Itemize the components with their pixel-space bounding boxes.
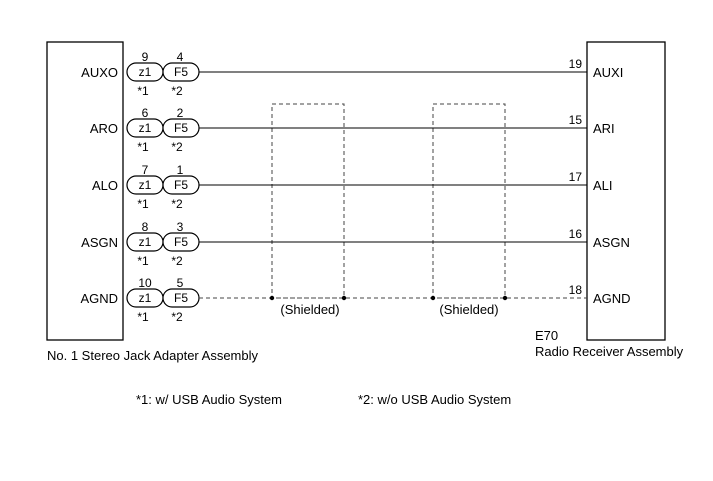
connector-a-label: z1 [139,121,152,135]
pin-b-auxo-0: 4 [177,50,184,64]
pin-a-aro-1: 6 [142,106,149,120]
left-component-box [46,41,124,341]
connector-a-label: z1 [139,235,152,249]
right-signal-agnd-4: AGND [593,291,631,306]
pin-a-asgn-3: 8 [142,220,149,234]
right-pin-auxo-0: 19 [569,57,583,71]
pin-b-alo-2: 1 [177,163,184,177]
pin-a-alo-2: 7 [142,163,149,177]
connector-b-note: *2 [171,310,183,324]
shield-junction-dot-0 [269,295,275,301]
connector-b-label: F5 [174,178,188,192]
connector-a-note: *1 [137,140,149,154]
connector-a-note: *1 [137,254,149,268]
left-signal-asgn-3: ASGN [81,235,118,250]
connector-a-note: *1 [137,310,149,324]
pin-a-auxo-0: 9 [142,50,149,64]
shield-box-2 [432,103,506,299]
shield-box-1 [271,103,345,299]
connector-a-note: *1 [137,84,149,98]
connector-a-label: z1 [139,65,152,79]
connector-b-note: *2 [171,254,183,268]
note-usb: *1: w/ USB Audio System [136,392,282,407]
right-component-code: E70 [535,328,558,343]
right-signal-asgn-3: ASGN [593,235,630,250]
connector-b-note: *2 [171,140,183,154]
connector-b-label: F5 [174,291,188,305]
right-signal-auxo-0: AUXI [593,65,623,80]
left-signal-auxo-0: AUXO [81,65,118,80]
connector-b-label: F5 [174,121,188,135]
connector-b-label: F5 [174,65,188,79]
pin-b-agnd-4: 5 [177,276,184,290]
pin-b-aro-1: 2 [177,106,184,120]
right-signal-aro-1: ARI [593,121,615,136]
connector-a-label: z1 [139,291,152,305]
pin-b-asgn-3: 3 [177,220,184,234]
note-no-usb: *2: w/o USB Audio System [358,392,511,407]
shield-junction-dot-2 [430,295,436,301]
shield-junction-dot-3 [502,295,508,301]
connector-a-label: z1 [139,178,152,192]
right-pin-alo-2: 17 [569,170,583,184]
right-pin-aro-1: 15 [569,113,583,127]
connector-b-note: *2 [171,197,183,211]
right-pin-asgn-3: 16 [569,227,583,241]
right-signal-alo-2: ALI [593,178,613,193]
left-component-name: No. 1 Stereo Jack Adapter Assembly [47,348,258,363]
right-component-box [586,41,666,341]
connector-b-label: F5 [174,235,188,249]
shield-label-2: (Shielded) [439,302,498,317]
left-signal-alo-2: ALO [92,178,118,193]
connector-a-note: *1 [137,197,149,211]
shield-junction-dot-1 [341,295,347,301]
right-pin-agnd-4: 18 [569,283,583,297]
pin-a-agnd-4: 10 [138,276,152,290]
left-signal-aro-1: ARO [90,121,118,136]
shield-label-1: (Shielded) [280,302,339,317]
connector-b-note: *2 [171,84,183,98]
left-signal-agnd-4: AGND [80,291,118,306]
right-component-name: Radio Receiver Assembly [535,344,684,359]
